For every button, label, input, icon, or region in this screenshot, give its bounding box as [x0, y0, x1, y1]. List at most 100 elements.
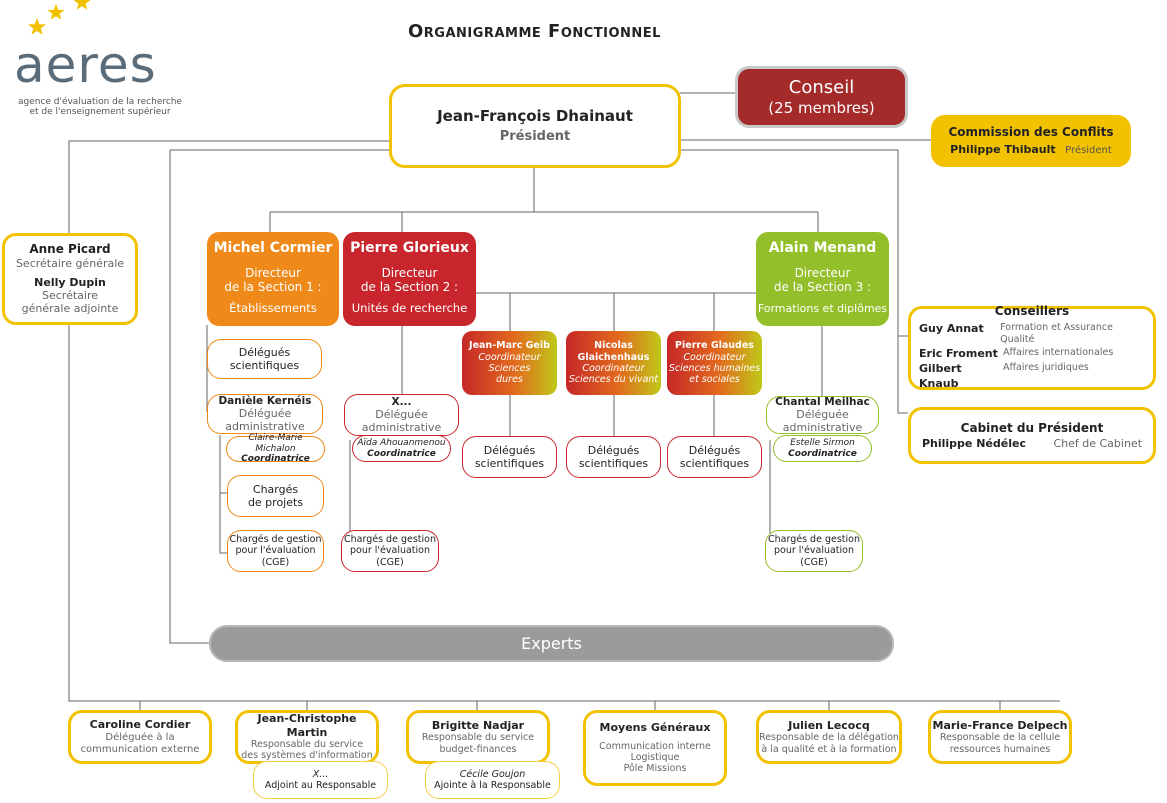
president-name: Jean-François Dhainaut	[437, 107, 633, 126]
coord-domain: Sciences	[488, 363, 531, 374]
node-label: Délégués	[688, 443, 741, 457]
node-name: Julien Lecocq	[788, 719, 870, 733]
secretary-role: Secrétaire générale	[15, 256, 125, 270]
node-label: (CGE)	[800, 556, 828, 568]
conseiller-name: Eric Froment	[919, 347, 998, 361]
adjoint-budget: Cécile Goujon Ajointe à la Responsable	[425, 761, 560, 799]
secretariat-box: Anne Picard Secrétaire générale Nelly Du…	[2, 233, 138, 325]
node-label: Responsable du service	[250, 738, 364, 750]
node-label: de projets	[247, 496, 304, 509]
bottom-qualite-formation: Julien Lecocq Responsable de la délégati…	[756, 710, 902, 764]
node-label: budget-finances	[439, 743, 517, 755]
node-label: pour l'évaluation	[235, 545, 316, 557]
node-label: Déléguée	[375, 408, 428, 422]
coord-domain: Sciences humaines	[668, 363, 761, 374]
bottom-ressources-humaines: Marie-France Delpech Responsable de la c…	[928, 710, 1072, 764]
director-scope: Unités de recherche	[351, 301, 468, 316]
section-2-director: Pierre Glorieux Directeur de la Section …	[343, 232, 476, 326]
node-label: Délégués	[238, 345, 291, 359]
node-name: Marie-France Delpech	[932, 719, 1068, 733]
node-name: Claire-Marie Michalon	[248, 432, 303, 454]
section-3-coordinatrice: Estelle Sirmon Coordinatrice	[773, 435, 872, 462]
node-name: X...	[391, 395, 412, 408]
node-name: Cécile Goujon	[459, 768, 526, 780]
node-label: (CGE)	[376, 556, 404, 568]
adjoint-si: X... Adjoint au Responsable	[253, 761, 388, 799]
node-label: Déléguée à la	[105, 731, 175, 743]
section-1-deleguee: Danièle Kernéis Déléguée administrative	[207, 394, 323, 434]
node-label: scientifiques	[474, 457, 545, 470]
delegues-scientifiques-2: Délégués scientifiques	[566, 436, 661, 478]
bottom-budget-finances: Brigitte Nadjar Responsable du service b…	[406, 710, 550, 764]
node-label: administrative	[782, 421, 863, 435]
node-label: scientifiques	[578, 457, 649, 470]
deputy-role-1: Secrétaire	[41, 289, 98, 303]
section-2-deleguee: X... Déléguée administrative	[344, 394, 459, 436]
conseillers-row: Eric Froment Affaires internationales	[919, 347, 1145, 362]
section-1-director: Michel Cormier Directeur de la Section 1…	[207, 232, 339, 326]
node-label: Chargés de gestion	[768, 533, 860, 545]
deputy-name: Nelly Dupin	[34, 276, 106, 289]
node-label: à la qualité et à la formation	[761, 743, 897, 755]
node-label: Adjoint au Responsable	[264, 780, 377, 791]
conseiller-domain: Affaires internationales	[1003, 347, 1114, 359]
node-label: (CGE)	[261, 556, 290, 568]
section-2-coordinatrice: Aïda Ahouanmenou Coordinatrice	[352, 435, 451, 462]
coordinateur-sciences-dures: Jean-Marc Geib Coordinateur Sciences dur…	[462, 331, 557, 395]
director-title: Directeur	[381, 265, 438, 280]
conseiller-domain: Formation et Assurance Qualité	[1000, 321, 1113, 346]
node-label: Délégués	[483, 443, 536, 457]
conseil-title: Conseil	[788, 77, 855, 99]
node-label: Responsable de la cellule	[939, 732, 1061, 744]
node-label: Ajointe à la Responsable	[434, 780, 551, 791]
node-label: Déléguée	[238, 407, 292, 421]
conseillers-title: Conseillers	[994, 304, 1070, 319]
section-3-cge: Chargés de gestion pour l'évaluation (CG…	[765, 530, 863, 572]
logo-wordmark: aeres	[14, 36, 157, 94]
node-name: Brigitte Nadjar	[431, 719, 525, 733]
section-3-director: Alain Menand Directeur de la Section 3 :…	[756, 232, 889, 326]
node-label: Communication interne	[599, 740, 711, 752]
node-label: scientifiques	[229, 359, 300, 372]
commission-role: Président	[1065, 144, 1112, 156]
bottom-systemes-information: Jean-Christophe Martin Responsable du se…	[235, 710, 379, 764]
node-label: pour l'évaluation	[349, 545, 430, 557]
coord-name: Pierre Glaudes	[675, 340, 754, 352]
node-label: Chargés de gestion	[344, 533, 436, 545]
director-name: Michel Cormier	[213, 240, 333, 256]
node-label: ressources humaines	[949, 743, 1051, 755]
stars-icon	[28, 0, 91, 35]
delegues-scientifiques-1: Délégués scientifiques	[462, 436, 557, 478]
node-label: Chargés de gestion	[229, 533, 322, 545]
node-label: pour l'évaluation	[773, 545, 854, 557]
coord-role: Coordinateur	[478, 351, 541, 363]
node-label: Chargés	[252, 482, 299, 496]
conseillers-row: Gilbert Knaub Affaires juridiques	[919, 362, 1145, 392]
coordinateur-sciences-vivant: Nicolas Glaichenhaus Coordinateur Scienc…	[566, 331, 661, 395]
experts-label: Experts	[521, 633, 582, 653]
director-title: Directeur	[794, 265, 851, 280]
coord-role: Coordinateur	[683, 351, 746, 363]
node-label: Responsable du service	[421, 732, 535, 744]
conseillers-box: Conseillers Guy Annat Formation et Assur…	[908, 304, 1156, 392]
cabinet-title: Cabinet du Président	[960, 420, 1104, 435]
node-name: Danièle Kernéis	[218, 394, 312, 407]
coord-domain: dures	[496, 374, 523, 386]
node-label: Pôle Missions	[623, 763, 687, 775]
aeres-logo: aeres agence d'évaluation de la recherch…	[14, 0, 183, 117]
director-section: de la Section 1 :	[224, 279, 322, 294]
node-name: Jean-Christophe Martin	[257, 712, 357, 739]
node-name: Chantal Meilhac	[775, 395, 870, 408]
bottom-moyens-generaux: Moyens Généraux Communication interne Lo…	[583, 710, 727, 786]
cabinet-box: Cabinet du Président Philippe Nédélec Ch…	[908, 407, 1156, 464]
conseiller-name: Gilbert Knaub	[919, 362, 962, 390]
node-label: administrative	[361, 421, 442, 435]
commission-name: Philippe Thibault	[950, 142, 1056, 156]
director-scope: Établissements	[229, 301, 317, 316]
node-label: Responsable de la délégation	[759, 732, 899, 744]
commission-box: Commission des Conflits Philippe Thibaul…	[931, 115, 1131, 167]
conseillers-row: Guy Annat Formation et Assurance Qualité	[919, 322, 1145, 348]
node-name: Moyens Généraux	[599, 721, 711, 735]
director-title: Directeur	[245, 265, 301, 280]
